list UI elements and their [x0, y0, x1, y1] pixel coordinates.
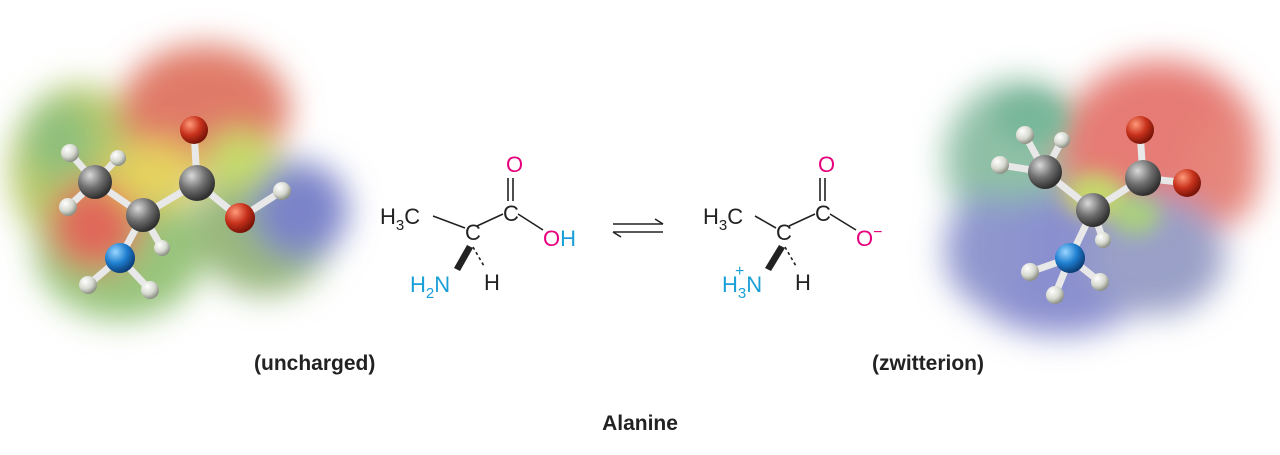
zwitterion-ball-stick-model [991, 116, 1201, 304]
methyl-group: H3C [380, 204, 420, 234]
wedge-bond-n [765, 245, 785, 271]
bond-methyl-alpha [432, 215, 466, 229]
amine-group: H2N [410, 272, 450, 302]
bond-carboxyl-carboxylate [829, 213, 857, 231]
ammonium-charge: + [735, 263, 744, 280]
wedge-bond-n [454, 245, 473, 271]
bond-carboxyl-hydroxyl [517, 213, 544, 231]
alpha-hydrogen: H [795, 270, 811, 295]
dashed-bond-h [784, 246, 797, 267]
bond-alpha-carboxyl [788, 213, 816, 227]
methyl-group: H3C [703, 204, 743, 234]
figure-title: Alanine [602, 412, 678, 435]
uncharged-ball-stick-model [59, 116, 291, 299]
hydroxyl-group: OH [543, 226, 576, 251]
ammonium-group: H3N [722, 272, 762, 302]
dashed-bond-h [472, 246, 485, 267]
equilibrium-arrow [612, 218, 664, 238]
alpha-carbon: C [776, 220, 792, 245]
bond-methyl-alpha [754, 215, 777, 229]
uncharged-potential-map [10, 45, 348, 320]
carbonyl-oxygen: O [506, 152, 523, 177]
uncharged-structural-formula: H3C C C O OH H2N H [380, 152, 576, 302]
carboxyl-carbon: C [815, 201, 831, 226]
bond-alpha-carboxyl [476, 213, 504, 227]
carbonyl-oxygen: O [818, 152, 835, 177]
uncharged-caption: (uncharged) [254, 352, 376, 375]
zwitterion-caption: (zwitterion) [872, 352, 984, 375]
alpha-hydrogen: H [484, 270, 500, 295]
alpha-carbon: C [465, 220, 481, 245]
carboxyl-carbon: C [503, 201, 519, 226]
carboxylate-oxygen: O− [856, 224, 882, 251]
zwitterion-structural-formula: H3C C C O O− H3N + H [703, 152, 882, 302]
